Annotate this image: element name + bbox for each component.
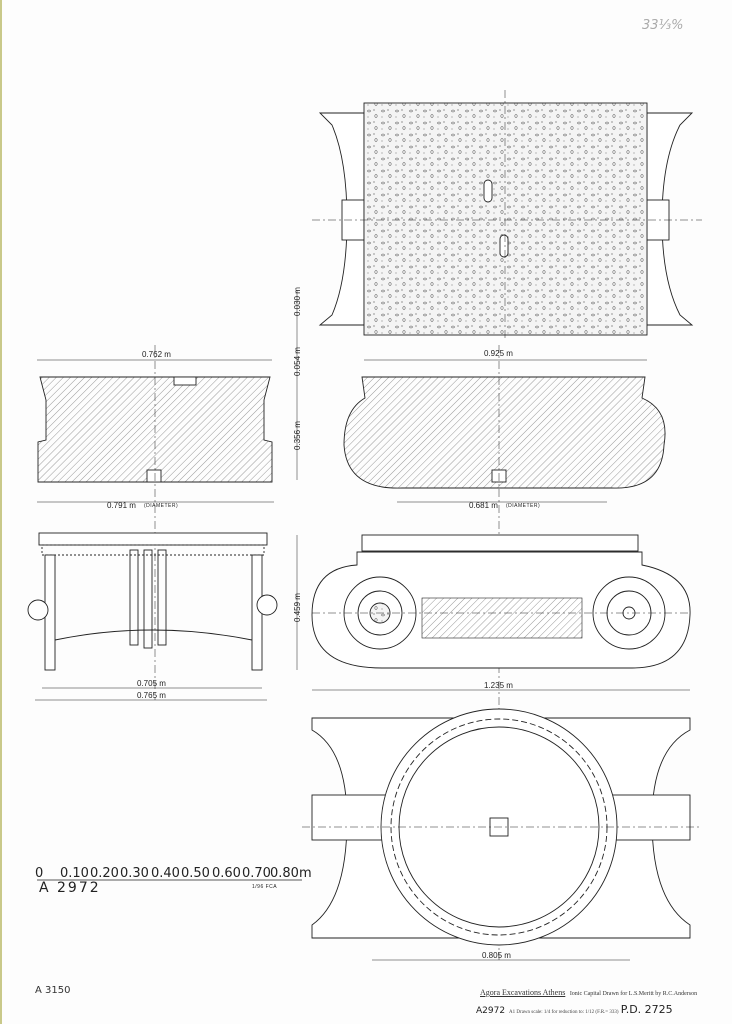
inventory-number: A2972 [476, 1006, 506, 1016]
scale-note: Drawn scale: 1/4 for reduction to: 1/12 … [516, 1010, 619, 1015]
front-elevation-view [311, 534, 691, 669]
dim-bottom-width: 0.805 m [482, 951, 511, 960]
left-section-view [37, 345, 273, 700]
catalog-number: A 3150 [35, 985, 71, 996]
scale-tick: 0.70 [242, 866, 271, 881]
drafter-initials: 1/96 FCA [252, 884, 277, 890]
dim-right-diameter-note: (DIAMETER) [506, 503, 540, 509]
scale-tick: 0.10 [60, 866, 89, 881]
side-elevation-view [27, 532, 278, 671]
scale-tick: 0.50 [181, 866, 210, 881]
title-block: Agora Excavations Athens Ionic Capital D… [480, 988, 730, 997]
dim-top-width: 0.925 m [484, 349, 513, 358]
scale-bar-labels: 0 0.10 0.20 0.30 0.40 0.50 0.60 0.70 0.8… [35, 866, 312, 896]
drawing-number: P.D. 2725 [620, 1003, 673, 1016]
dim-gap-height: 0.054 m [293, 347, 302, 376]
scale-tick: 0.40 [151, 866, 180, 881]
title-block-line-2: A2972 A1 Drawn scale: 1/4 for reduction … [476, 1003, 730, 1016]
inventory-label: A 2972 [39, 880, 101, 896]
dim-section-height: 0.356 m [293, 421, 302, 450]
dim-elevation-height: 0.459 m [293, 593, 302, 622]
scale-tick: 0.30 [120, 866, 149, 881]
scale-tick: 0 [35, 866, 43, 881]
dim-left-diameter-note: (DIAMETER) [144, 503, 178, 509]
sheet-size: A1 [509, 1010, 516, 1015]
dim-abacus-height: 0.030 m [293, 287, 302, 316]
dim-side-inner-width: 0.705 m [137, 679, 166, 688]
institution-name: Agora Excavations Athens [480, 988, 566, 997]
drawing-description: Ionic Capital Drawn for L.S.Meritt by R.… [569, 991, 698, 997]
scale-tick: 0.20 [90, 866, 119, 881]
bottom-plan-view [302, 708, 702, 946]
scale-tick: 0.80m [270, 866, 312, 881]
reduction-note: 33⅓% [642, 18, 684, 33]
dim-left-diameter: 0.791 m [107, 501, 136, 510]
dim-left-top-width: 0.762 m [142, 350, 171, 359]
dim-front-width: 1.235 m [484, 681, 513, 690]
top-plan-view [312, 90, 702, 340]
scale-tick: 0.60 [212, 866, 241, 881]
dim-side-outer-width: 0.765 m [137, 691, 166, 700]
dim-right-diameter: 0.681 m [469, 501, 498, 510]
